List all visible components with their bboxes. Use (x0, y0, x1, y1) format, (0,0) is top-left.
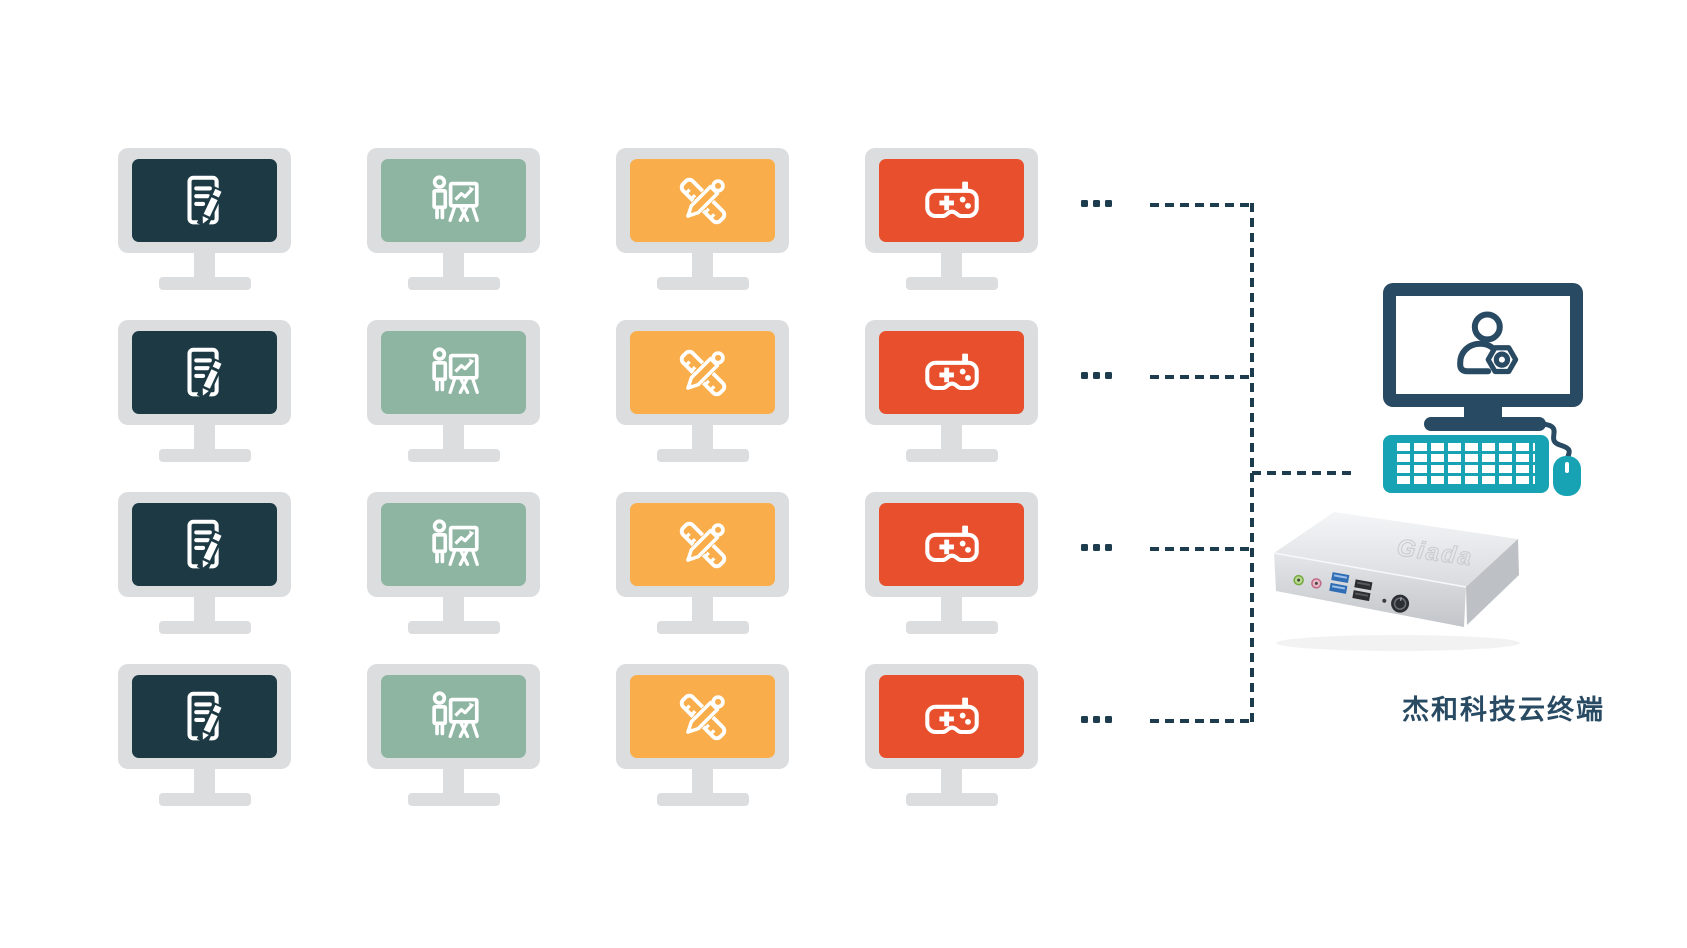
connector-branch (1150, 719, 1250, 723)
monitor-screen (879, 503, 1024, 586)
cloud-terminal-device-photo: Giada (1273, 512, 1520, 651)
monitor-frame (865, 664, 1038, 769)
document-edit-icon (174, 686, 236, 748)
connector-to-host (1252, 471, 1356, 475)
monitor-screen (132, 675, 277, 758)
monitor-frame (865, 148, 1038, 253)
monitor-frame (616, 320, 789, 425)
client-monitor-gaming (865, 664, 1038, 806)
ruler-pencil-icon (672, 686, 734, 748)
client-monitor-grid (118, 148, 1038, 806)
client-monitor-office (118, 148, 291, 290)
client-monitor-office (118, 320, 291, 462)
document-edit-icon (174, 514, 236, 576)
device-front-ports (1293, 572, 1410, 613)
ellipsis-dots (1081, 716, 1112, 723)
ruler-pencil-icon (672, 342, 734, 404)
monitor-frame (118, 492, 291, 597)
keyboard (1383, 435, 1549, 493)
connector-branch (1150, 375, 1250, 379)
monitor-screen (630, 675, 775, 758)
mouse (1553, 456, 1581, 496)
client-monitor-design (616, 492, 789, 634)
monitor-screen (381, 503, 526, 586)
client-monitor-presentation (367, 148, 540, 290)
monitor-frame (118, 148, 291, 253)
gamepad-icon (921, 342, 983, 404)
monitor-screen (879, 331, 1024, 414)
gamepad-icon (921, 514, 983, 576)
monitor-frame (865, 492, 1038, 597)
ellipsis-dots (1081, 200, 1112, 207)
ruler-pencil-icon (672, 514, 734, 576)
monitor-screen (132, 331, 277, 414)
admin-monitor-base (1424, 417, 1546, 431)
admin-monitor (1383, 283, 1583, 407)
client-monitor-presentation (367, 320, 540, 462)
monitor-frame (616, 148, 789, 253)
monitor-screen (879, 675, 1024, 758)
keyboard-keys (1397, 443, 1535, 484)
client-monitor-office (118, 664, 291, 806)
monitor-screen (630, 159, 775, 242)
monitor-screen (879, 159, 1024, 242)
connector-trunk (1250, 203, 1254, 723)
monitor-screen (132, 503, 277, 586)
monitor-frame (616, 664, 789, 769)
client-monitor-design (616, 664, 789, 806)
client-monitor-gaming (865, 148, 1038, 290)
gamepad-icon (921, 170, 983, 232)
document-edit-icon (174, 170, 236, 232)
ellipsis-dots (1081, 544, 1112, 551)
user-gear-icon (1440, 302, 1526, 388)
monitor-frame (367, 664, 540, 769)
monitor-screen (381, 159, 526, 242)
presentation-chart-icon (423, 514, 485, 576)
monitor-frame (616, 492, 789, 597)
connector-branch (1150, 547, 1250, 551)
connector-branch (1150, 203, 1250, 207)
document-edit-icon (174, 342, 236, 404)
device-label: 杰和科技云终端 (1402, 695, 1605, 725)
monitor-frame (118, 320, 291, 425)
presentation-chart-icon (423, 342, 485, 404)
monitor-frame (367, 148, 540, 253)
monitor-frame (367, 320, 540, 425)
monitor-screen (630, 503, 775, 586)
client-monitor-office (118, 492, 291, 634)
client-monitor-presentation (367, 664, 540, 806)
gamepad-icon (921, 686, 983, 748)
ruler-pencil-icon (672, 170, 734, 232)
client-monitor-design (616, 320, 789, 462)
presentation-chart-icon (423, 686, 485, 748)
monitor-frame (118, 664, 291, 769)
monitor-frame (865, 320, 1038, 425)
client-monitor-design (616, 148, 789, 290)
mouse-cable (1539, 421, 1572, 463)
admin-monitor-stand (1464, 405, 1502, 419)
presentation-chart-icon (423, 170, 485, 232)
monitor-screen (381, 331, 526, 414)
client-monitor-presentation (367, 492, 540, 634)
monitor-frame (367, 492, 540, 597)
monitor-screen (132, 159, 277, 242)
monitor-screen (381, 675, 526, 758)
client-monitor-gaming (865, 492, 1038, 634)
client-monitor-gaming (865, 320, 1038, 462)
monitor-screen (630, 331, 775, 414)
ellipsis-dots (1081, 372, 1112, 379)
